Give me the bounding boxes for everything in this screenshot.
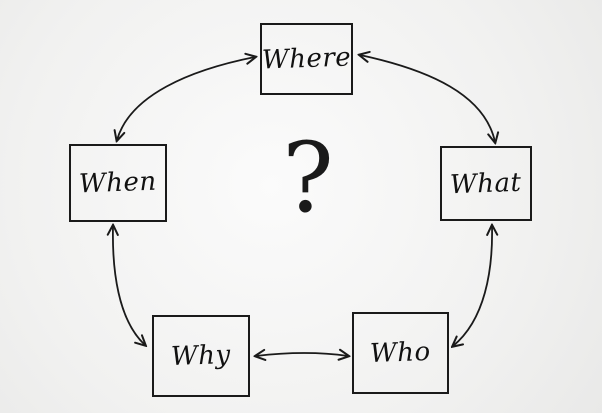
node-who-label: Who xyxy=(369,336,432,370)
arrow-what-who xyxy=(453,226,492,346)
node-why: Why xyxy=(152,315,250,397)
node-where: Where xyxy=(260,23,353,95)
node-where-label: Where xyxy=(261,42,352,76)
node-why-label: Why xyxy=(170,339,232,373)
arrow-where-when xyxy=(117,57,255,140)
node-what-label: What xyxy=(449,167,523,200)
question-mark: ? xyxy=(282,122,334,234)
arrow-why-who xyxy=(256,353,348,356)
arrow-when-why xyxy=(113,226,145,345)
node-when-label: When xyxy=(78,166,158,200)
node-when: When xyxy=(69,144,167,222)
node-what: What xyxy=(440,146,532,221)
arrow-where-what xyxy=(360,55,495,142)
node-who: Who xyxy=(352,312,449,394)
